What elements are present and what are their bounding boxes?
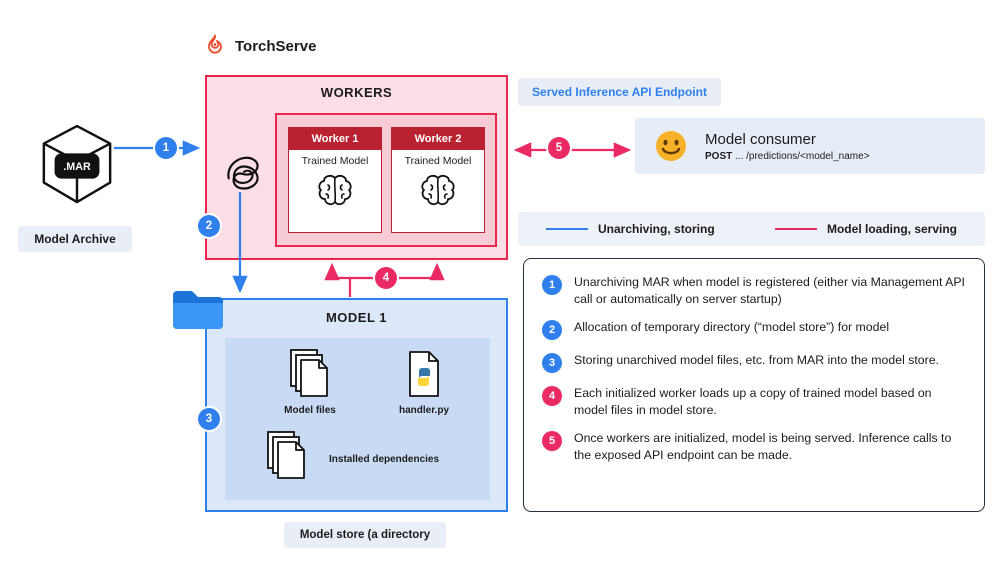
step-text: Unarchiving MAR when model is registered…: [574, 275, 965, 306]
legend: Unarchiving, storing Model loading, serv…: [518, 212, 985, 246]
brain-icon: [421, 174, 455, 206]
worker-1-body: Trained Model: [289, 150, 381, 232]
api-endpoint-label: Served Inference API Endpoint: [518, 78, 721, 106]
worker-2-header: Worker 2: [392, 128, 484, 150]
workers-inner-container: Worker 1 Trained Model Worker 2 Trained …: [275, 113, 497, 247]
model-files-label: Model files: [284, 405, 336, 416]
dependencies-group: [257, 430, 317, 482]
logo-title: TorchServe: [235, 37, 317, 55]
model-consumer-box: Model consumer POST ... /predictions/<mo…: [635, 118, 985, 174]
step-text: Allocation of temporary directory (“mode…: [574, 320, 890, 335]
consumer-endpoint: POST ... /predictions/<model_name>: [705, 151, 870, 162]
step-text: Storing unarchived model files, etc. fro…: [574, 353, 939, 368]
consumer-title: Model consumer: [705, 130, 816, 148]
trained-model-label: Trained Model: [404, 155, 472, 167]
diagram-step-badge-2: 2: [198, 215, 220, 237]
smiley-icon: [656, 131, 686, 161]
handler-file-label: handler.py: [398, 405, 449, 416]
worker-2-card: Worker 2 Trained Model: [391, 127, 485, 233]
legend-item-serving: Model loading, serving: [774, 222, 957, 236]
mar-archive-icon: .MAR: [42, 124, 112, 204]
workers-title: WORKERS: [320, 85, 393, 100]
trained-model-label: Trained Model: [301, 155, 369, 167]
steps-explanation-box: 1 Unarchiving MAR when model is register…: [523, 258, 985, 512]
worker-1-header: Worker 1: [289, 128, 381, 150]
step-number-badge: 4: [542, 386, 562, 407]
diagram-step-badge-4: 4: [375, 267, 397, 289]
model-archive-caption: Model Archive: [18, 226, 132, 252]
workers-box: WORKERS Worker 1 Trained Model Worker 2 …: [205, 75, 508, 260]
stacked-files-icon: [290, 349, 328, 397]
legend-item-unarchiving: Unarchiving, storing: [546, 222, 715, 236]
http-method: POST: [705, 150, 733, 162]
python-file-icon: [409, 351, 439, 397]
step-row-4: 4 Each initialized worker loads up a cop…: [542, 385, 966, 418]
legend-label: Model loading, serving: [826, 222, 957, 236]
step-text: Once workers are initialized, model is b…: [574, 431, 952, 462]
mar-cube-label: .MAR: [63, 161, 91, 173]
model1-contents: Model files handler.py Inst: [225, 338, 490, 500]
worker-1-card: Worker 1 Trained Model: [288, 127, 382, 233]
pink-line-icon: [774, 228, 817, 230]
flame-icon: [208, 34, 222, 54]
step-number-badge: 5: [542, 431, 562, 452]
step-number-badge: 2: [542, 320, 562, 341]
step-number-badge: 3: [542, 353, 562, 374]
endpoint-path: ... /predictions/<model_name>: [732, 150, 870, 162]
diagram-step-badge-1: 1: [155, 137, 177, 159]
step-row-1: 1 Unarchiving MAR when model is register…: [542, 274, 966, 307]
model-store-box: MODEL 1 Model files handler.py: [205, 298, 508, 512]
step-number-badge: 1: [542, 275, 562, 295]
folder-icon: [173, 291, 223, 329]
consumer-text: Model consumer POST ... /predictions/<mo…: [705, 131, 870, 162]
step-text: Each initialized worker loads up a copy …: [574, 386, 932, 417]
worker-2-body: Trained Model: [392, 150, 484, 232]
model1-title: MODEL 1: [325, 310, 388, 325]
stacked-files-icon: [267, 431, 305, 479]
step-row-5: 5 Once workers are initialized, model is…: [542, 430, 966, 463]
diagram-step-badge-5: 5: [548, 137, 570, 159]
handler-file-group: handler.py: [377, 350, 471, 416]
model-files-group: Model files: [263, 348, 357, 416]
step-row-2: 2 Allocation of temporary directory (“mo…: [542, 319, 966, 341]
brain-icon: [318, 174, 352, 206]
dependencies-label: Installed dependencies: [329, 454, 440, 465]
blue-line-icon: [546, 228, 588, 230]
step-row-3: 3 Storing unarchived model files, etc. f…: [542, 352, 966, 374]
legend-label: Unarchiving, storing: [598, 222, 715, 236]
scribble-icon: [227, 156, 259, 190]
diagram-step-badge-3: 3: [198, 408, 220, 430]
torchserve-logo: TorchServe: [203, 34, 316, 58]
model-store-caption: Model store (a directory: [284, 522, 446, 548]
